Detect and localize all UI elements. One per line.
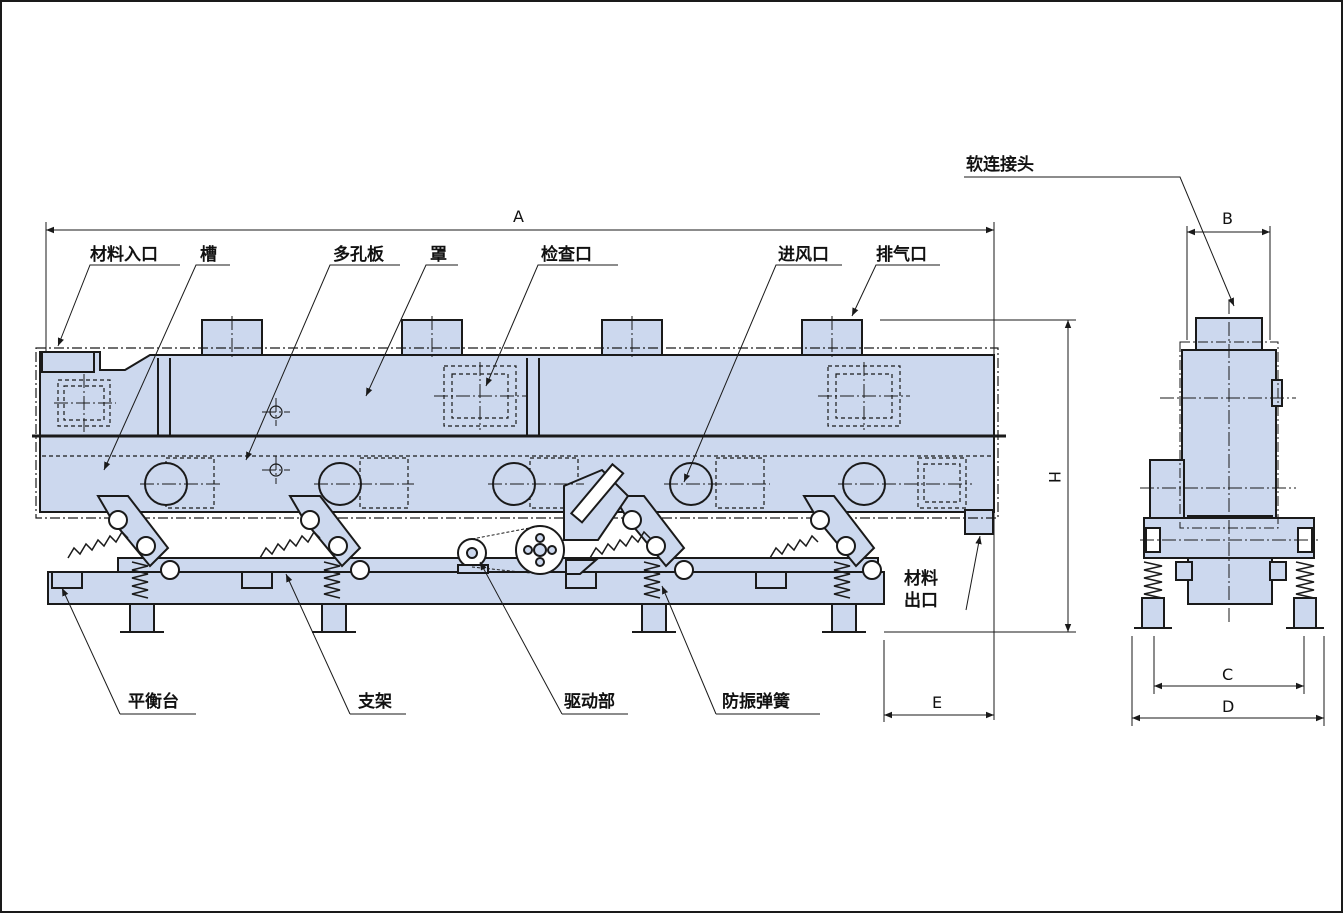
- dryer-body: [39, 351, 995, 513]
- label-support-frame: 支架: [358, 691, 392, 712]
- base-blocks: [51, 571, 787, 589]
- label-material-outlet-2: 出口: [904, 590, 938, 611]
- vertical-springs: [131, 561, 851, 599]
- feet: [120, 603, 866, 633]
- dim-label-C: C: [1222, 665, 1233, 684]
- label-trough: 槽: [200, 244, 217, 265]
- dim-label-B: B: [1222, 209, 1233, 228]
- label-material-inlet: 材料入口: [90, 244, 158, 265]
- label-material-outlet-1: 材料: [904, 568, 938, 589]
- dim-label-A: A: [513, 207, 524, 226]
- drive-unit: [457, 462, 630, 575]
- label-cover: 罩: [430, 245, 447, 265]
- dim-label-D: D: [1222, 697, 1234, 716]
- dimension-lines: [45, 222, 1325, 726]
- dim-label-E: E: [932, 693, 942, 712]
- side-foot-right: [1293, 597, 1317, 629]
- inlet-chute: [41, 351, 95, 373]
- pivots: [108, 510, 882, 580]
- side-centerlines: [1140, 300, 1318, 624]
- label-inspection-port: 检查口: [541, 244, 592, 265]
- label-flexible-joint: 软连接头: [966, 154, 1034, 175]
- body-dividers: [157, 358, 540, 436]
- labels: 材料入口 槽 多孔板 罩 检查口 进风口 排气口 软连接头 材料 出口 平衡台 …: [90, 154, 1234, 716]
- front-centerlines: [54, 316, 972, 485]
- side-foot-left: [1141, 597, 1165, 629]
- side-right-box: [1271, 379, 1283, 407]
- label-perforated-plate: 多孔板: [333, 244, 385, 265]
- balance-base: [47, 571, 885, 605]
- diagonal-springs: [67, 530, 819, 559]
- label-air-inlet: 进风口: [778, 245, 829, 265]
- label-isolation-spring: 防振弹簧: [722, 691, 790, 712]
- outlet-chute: [964, 509, 994, 535]
- side-left-box: [1149, 459, 1185, 519]
- label-balance-base: 平衡台: [128, 691, 179, 712]
- leader-lines: [57, 176, 1235, 715]
- dim-label-H: H: [1045, 471, 1064, 483]
- label-exhaust-port: 排气口: [876, 244, 927, 265]
- exhaust-stubs: [201, 319, 863, 357]
- label-drive-unit: 驱动部: [564, 691, 615, 712]
- front-view: [32, 319, 1006, 633]
